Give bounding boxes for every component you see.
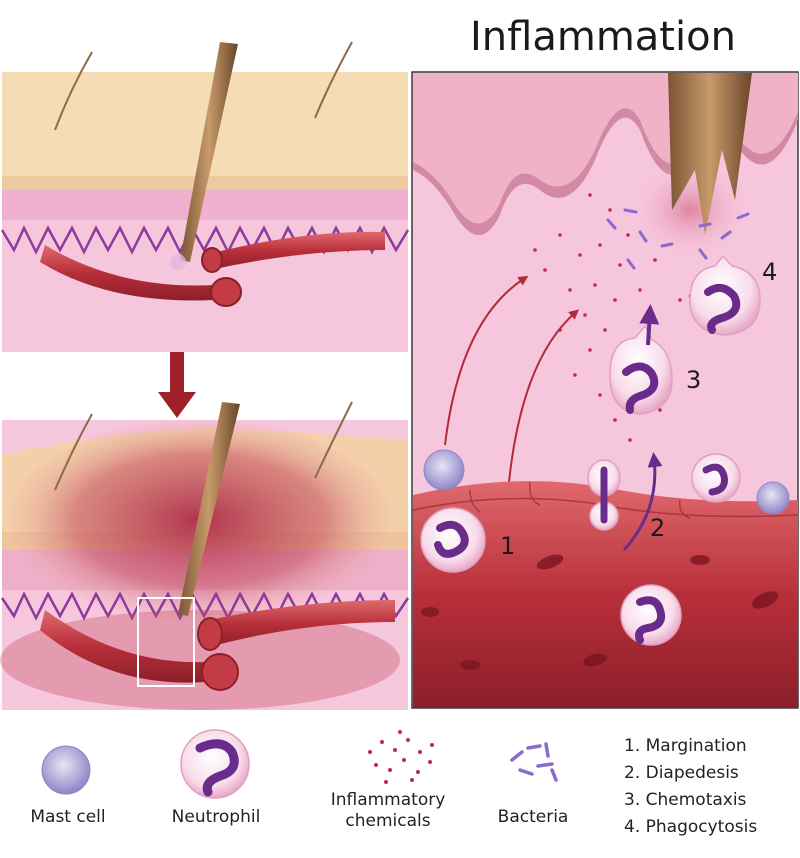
step-4-marker: 4	[762, 258, 778, 286]
neutrophil-chemotaxis	[609, 324, 673, 415]
panel-inflamed	[0, 401, 410, 710]
neutrophil-diapedesis	[587, 459, 621, 531]
steps-list-item: 1. Margination	[624, 736, 747, 756]
mast-cell-icon	[41, 745, 91, 795]
legend-bacteria-label: Bacteria	[497, 807, 569, 827]
bacteria-cluster	[606, 208, 750, 302]
step-2-marker: 2	[650, 514, 666, 542]
neutrophil-icon	[180, 729, 250, 799]
steps-list-item: 4. Phagocytosis	[624, 817, 758, 837]
legend-chemicals-line2: chemicals	[345, 811, 431, 832]
panel-before-injury	[0, 41, 410, 352]
zoom-box	[137, 597, 195, 687]
steps-list-item: 3. Chemotaxis	[624, 790, 747, 810]
legend-icons	[41, 729, 558, 799]
legend-chemicals-line1: Inflammatory	[330, 790, 446, 810]
step-3-marker: 3	[686, 366, 702, 394]
chemicals-icon	[368, 730, 434, 784]
panel-zoomed-detail	[411, 71, 799, 709]
neutrophil-exiting	[691, 453, 741, 503]
neutrophil-in-vessel	[620, 584, 682, 646]
steps-list: 1. Margination 2. Diapedesis 3. Chemotax…	[624, 733, 757, 841]
legend-mast-cell-label: Mast cell	[30, 807, 106, 827]
neutrophil-phagocytosis	[689, 254, 761, 336]
legend-neutrophil-label: Neutrophil	[171, 807, 261, 827]
neutrophil-margination	[420, 507, 486, 573]
legend-chemicals-label: Inflammatory chemicals	[320, 790, 456, 833]
step-1-marker: 1	[500, 532, 516, 560]
down-arrow	[158, 352, 196, 418]
bacteria-icon	[510, 742, 558, 782]
diagram-title: Inflammation	[470, 14, 736, 60]
steps-list-item: 2. Diapedesis	[624, 763, 739, 783]
